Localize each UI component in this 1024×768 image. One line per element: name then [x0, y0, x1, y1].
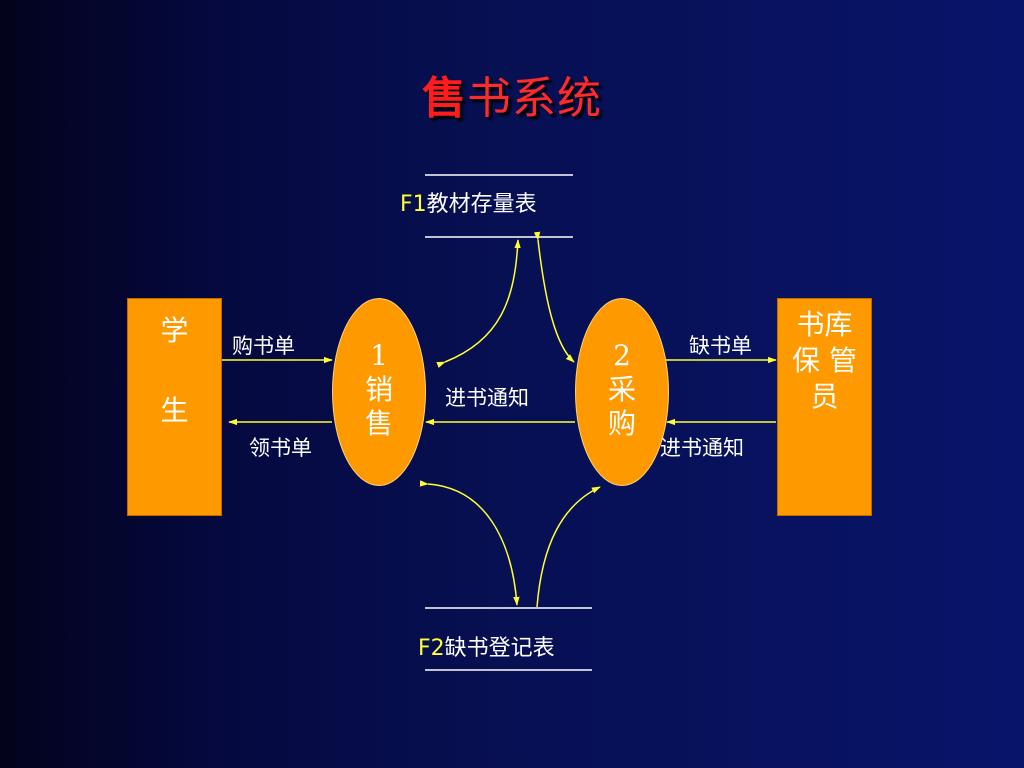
- flow-label-receipt: 领书单: [249, 436, 312, 460]
- store-f1-name: 教材存量表: [426, 192, 537, 217]
- process-purchase: 2 采 购: [575, 298, 669, 486]
- arrow-p1-f1: [436, 239, 521, 368]
- title-first-char: 售: [422, 73, 467, 124]
- flow-label-shortage: 缺书单: [689, 334, 752, 358]
- store-f2-name: 缺书登记表: [444, 636, 555, 661]
- process-purchase-line2: 购: [607, 407, 636, 440]
- store-f2-label: F2缺书登记表: [418, 630, 555, 662]
- process-sales-line2: 售: [364, 407, 393, 440]
- process-sales-line1: 销: [364, 373, 393, 406]
- entity-student-line1: 学: [160, 314, 189, 347]
- entity-student: 学 生: [127, 298, 222, 516]
- store-f1-label: F1教材存量表: [400, 186, 537, 218]
- entity-librarian: 书库 保 管 员: [777, 298, 872, 516]
- entity-student-line2: 生: [160, 394, 189, 427]
- process-purchase-line1: 采: [607, 373, 636, 406]
- arrow-f1-p2: [533, 231, 575, 363]
- process-purchase-number: 2: [613, 339, 631, 372]
- entity-librarian-line1: 书库: [796, 308, 853, 341]
- page-title: 售书系统: [0, 62, 1024, 126]
- flow-label-notice-right: 进书通知: [660, 436, 744, 460]
- arrow-p1-f2: [419, 480, 520, 606]
- flow-label-notice-center: 进书通知: [445, 386, 529, 410]
- entity-librarian-line3: 员: [810, 380, 839, 413]
- arrow-f2-p2: [536, 486, 601, 608]
- process-sales: 1 销 售: [332, 298, 426, 486]
- entity-librarian-line2: 保 管: [792, 344, 857, 377]
- title-rest: 书系统: [467, 73, 602, 124]
- process-sales-number: 1: [370, 339, 388, 372]
- flow-label-order: 购书单: [232, 334, 295, 358]
- store-f2-code: F2: [418, 636, 445, 661]
- store-f1-code: F1: [400, 192, 427, 217]
